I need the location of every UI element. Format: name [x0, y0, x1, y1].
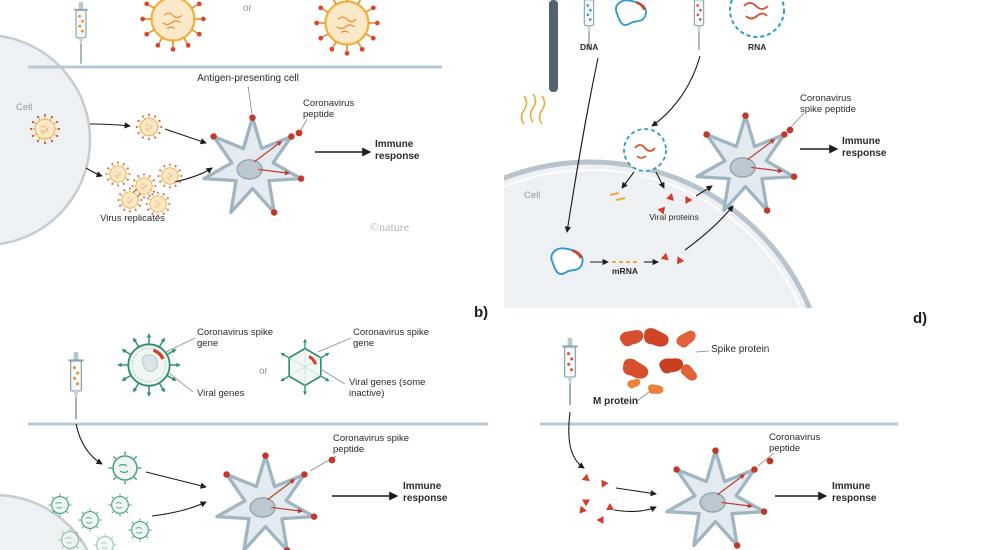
- cell-membrane-c: [504, 159, 813, 308]
- arrow-cell-to-virus-a: [89, 122, 131, 129]
- coronavirus-spike-peptide-label-c: Coronavirus spike peptide: [800, 93, 856, 116]
- antigen-presenting-cell-b: [217, 452, 317, 550]
- released-virus-icon: [136, 114, 163, 141]
- virus-weakened-icon: [140, 0, 205, 52]
- m-protein-icon: [626, 377, 642, 390]
- viral-genes-inactive-label: Viral genes (some inactive): [349, 377, 426, 400]
- vector-virus-small-icon: [48, 493, 71, 516]
- dna-label: DNA: [580, 42, 599, 52]
- replicated-virus-icon: [106, 162, 131, 187]
- capsid-vector-icon: [279, 339, 330, 396]
- panel-a-illustration: [0, 0, 442, 246]
- syringe-b-icon: [67, 352, 85, 421]
- peptide-dot-a: [295, 129, 303, 137]
- viral-proteins-label: Viral proteins: [649, 212, 699, 222]
- virus-replicates-label: Virus replicates: [100, 213, 165, 224]
- peptide-dot-b: [328, 456, 336, 464]
- coronavirus-spike-peptide-label-b: Coronavirus spike peptide: [333, 433, 410, 456]
- panel-d-letter: d): [913, 310, 928, 327]
- vector-virus-small-icon: [109, 452, 142, 485]
- electroporation-device-icon: [549, 0, 558, 92]
- arrow-dna-to-nucleus: [564, 57, 599, 233]
- antigen-presenting-cell-d: [667, 447, 767, 548]
- vector-virus-small-icon: [93, 533, 116, 550]
- m-protein-icon: [647, 383, 664, 395]
- or-label-b: or: [259, 366, 268, 377]
- cell-label-c: Cell: [524, 190, 541, 201]
- or-label-a: or: [243, 3, 252, 14]
- cell-label-a: Cell: [16, 102, 33, 113]
- peptide-dot-c: [786, 126, 794, 134]
- vector-virus-small-icon: [78, 508, 101, 531]
- rna-particle-icon: [729, 0, 785, 38]
- replicated-virus-icon: [158, 164, 183, 189]
- syringe-a-icon: [72, 2, 90, 65]
- immune-response-label-c: Immune response: [842, 136, 887, 159]
- mrna-label: mRNA: [612, 266, 638, 276]
- protein-fragment-cluster: [577, 473, 614, 525]
- antigen-presenting-cell-label: Antigen-presenting cell: [197, 73, 299, 84]
- spike-protein-label: Spike protein: [711, 344, 770, 355]
- coronavirus-peptide-label-d: Coronavirus peptide: [769, 432, 821, 455]
- viral-genes-label: Viral genes: [197, 388, 245, 399]
- endosome-icon: [623, 128, 667, 172]
- arrow-virus-to-apc-a: [164, 128, 207, 145]
- panel-b-letter: b): [474, 304, 489, 321]
- spike-protein-cluster: [618, 326, 700, 395]
- arrow-cluster-to-apc-a: [174, 167, 213, 183]
- nature-credit: ©nature: [370, 220, 410, 234]
- apc-pointer-line-a: [247, 85, 253, 115]
- syringe-d-icon: [561, 338, 579, 407]
- mrna-fragments: [609, 192, 626, 201]
- panel-b-illustration: [0, 333, 488, 550]
- peptide-pointer-c: [789, 112, 805, 129]
- immune-response-label-a: Immune response: [375, 139, 420, 162]
- coronavirus-spike-gene-label-2: Coronavirus spike gene: [353, 327, 430, 350]
- immune-response-label-b: Immune response: [403, 481, 448, 504]
- panel-d-illustration: [540, 326, 898, 549]
- enveloped-vector-icon: [117, 333, 181, 397]
- vector-virus-small-icon: [128, 518, 151, 541]
- vector-virus-small-icon: [108, 493, 131, 516]
- immune-response-label-d: Immune response: [832, 481, 877, 504]
- coronavirus-peptide-label-a: Coronavirus peptide: [303, 98, 355, 121]
- m-protein-label: M protein: [593, 396, 638, 407]
- membrane-squiggles: [520, 93, 546, 125]
- virus-inactivated-icon: [314, 0, 379, 56]
- peptide-dot-d: [766, 457, 774, 465]
- syringe-rna-icon: [691, 0, 707, 51]
- arrow-cell-to-cluster-a: [85, 167, 103, 178]
- peptide-pointer-a: [300, 118, 308, 131]
- dna-plasmid-icon: [614, 0, 648, 27]
- antigen-presenting-cell-a: [204, 114, 304, 215]
- peptide-pointer-d: [757, 452, 775, 467]
- arrow-rna-to-endosome: [651, 55, 701, 127]
- panel-c-illustration: [504, 0, 839, 308]
- rna-label: RNA: [748, 42, 767, 52]
- coronavirus-spike-gene-label-1: Coronavirus spike gene: [197, 327, 274, 350]
